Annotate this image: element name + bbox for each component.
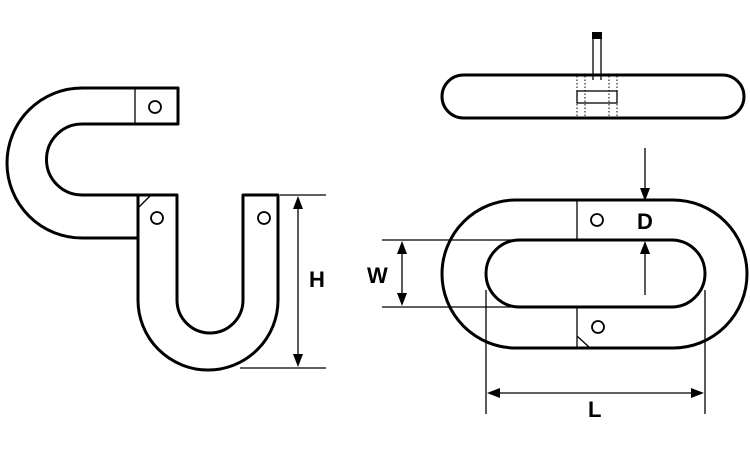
front-view-joint-slant	[576, 335, 590, 348]
open-link-view: H	[5, 86, 326, 372]
lower-u-joint-line	[137, 195, 151, 209]
w-arrow-top	[397, 241, 407, 254]
front-view-top-hole	[590, 213, 604, 227]
upper-hook-hole	[148, 100, 162, 114]
d-arrow-lower-head	[640, 241, 650, 254]
front-view-outer	[440, 198, 749, 350]
h-arrow-bottom	[293, 354, 303, 367]
w-arrow-bottom	[397, 293, 407, 306]
h-arrow-top	[293, 196, 303, 209]
front-view: W D L	[367, 148, 749, 422]
upper-hook-outline	[5, 86, 180, 240]
h-dimension-label: H	[309, 267, 325, 292]
w-dimension-label: W	[367, 263, 388, 288]
lower-u-right-hole	[257, 211, 271, 225]
l-arrow-right	[691, 388, 704, 398]
l-arrow-left	[487, 388, 500, 398]
front-view-bottom-hole	[591, 320, 605, 334]
d-arrow-upper-head	[640, 188, 650, 201]
l-dimension-label: L	[588, 397, 601, 422]
front-view-inner	[484, 238, 707, 309]
d-dimension-label: D	[637, 209, 653, 234]
lower-u-left-hole	[150, 211, 164, 225]
side-view-rivet-top	[592, 32, 602, 39]
side-view	[440, 32, 746, 120]
side-view-sleeve	[576, 90, 618, 104]
lower-u-outline	[136, 193, 280, 372]
